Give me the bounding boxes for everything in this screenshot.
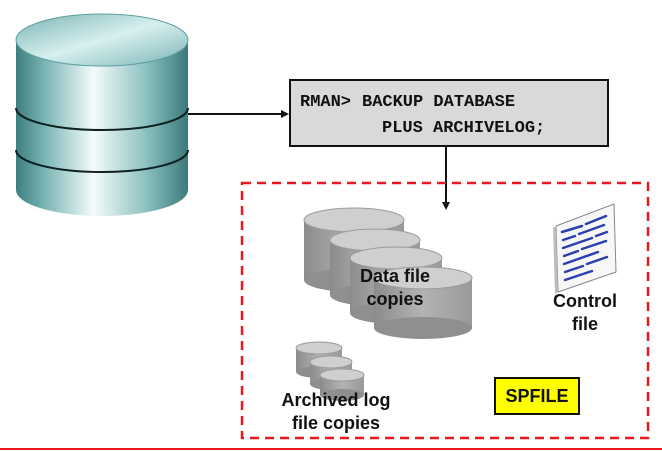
database-cylinder-icon (15, 13, 189, 216)
rman-command-box: RMAN> BACKUP DATABASE PLUS ARCHIVELOG; (289, 79, 609, 147)
control-file-icon (553, 203, 617, 294)
archived-label-line-1: Archived log (281, 390, 391, 410)
data-file-label-line-1: Data file (359, 266, 431, 286)
archived-log-copies-label: Archived log file copies (266, 389, 406, 435)
rman-prompt: RMAN> (300, 93, 352, 112)
data-file-label-line-2: copies (366, 289, 424, 309)
arrow-head-right (281, 110, 289, 118)
control-file-label-line-2: file (571, 314, 598, 334)
control-file-label-line-1: Control (553, 291, 617, 311)
backup-region (240, 181, 650, 440)
control-file-label: Control file (535, 290, 635, 336)
command-line-2: PLUS ARCHIVELOG; (382, 119, 546, 138)
archived-log-copies-icon (295, 341, 365, 401)
arrow-head-down (442, 202, 450, 210)
archived-label-line-2: file copies (291, 413, 381, 433)
command-line-1: BACKUP DATABASE (362, 93, 516, 112)
data-file-copies-icon (303, 207, 473, 339)
spfile-box: SPFILE (494, 377, 580, 415)
data-file-copies-label: Data file copies (335, 265, 455, 311)
